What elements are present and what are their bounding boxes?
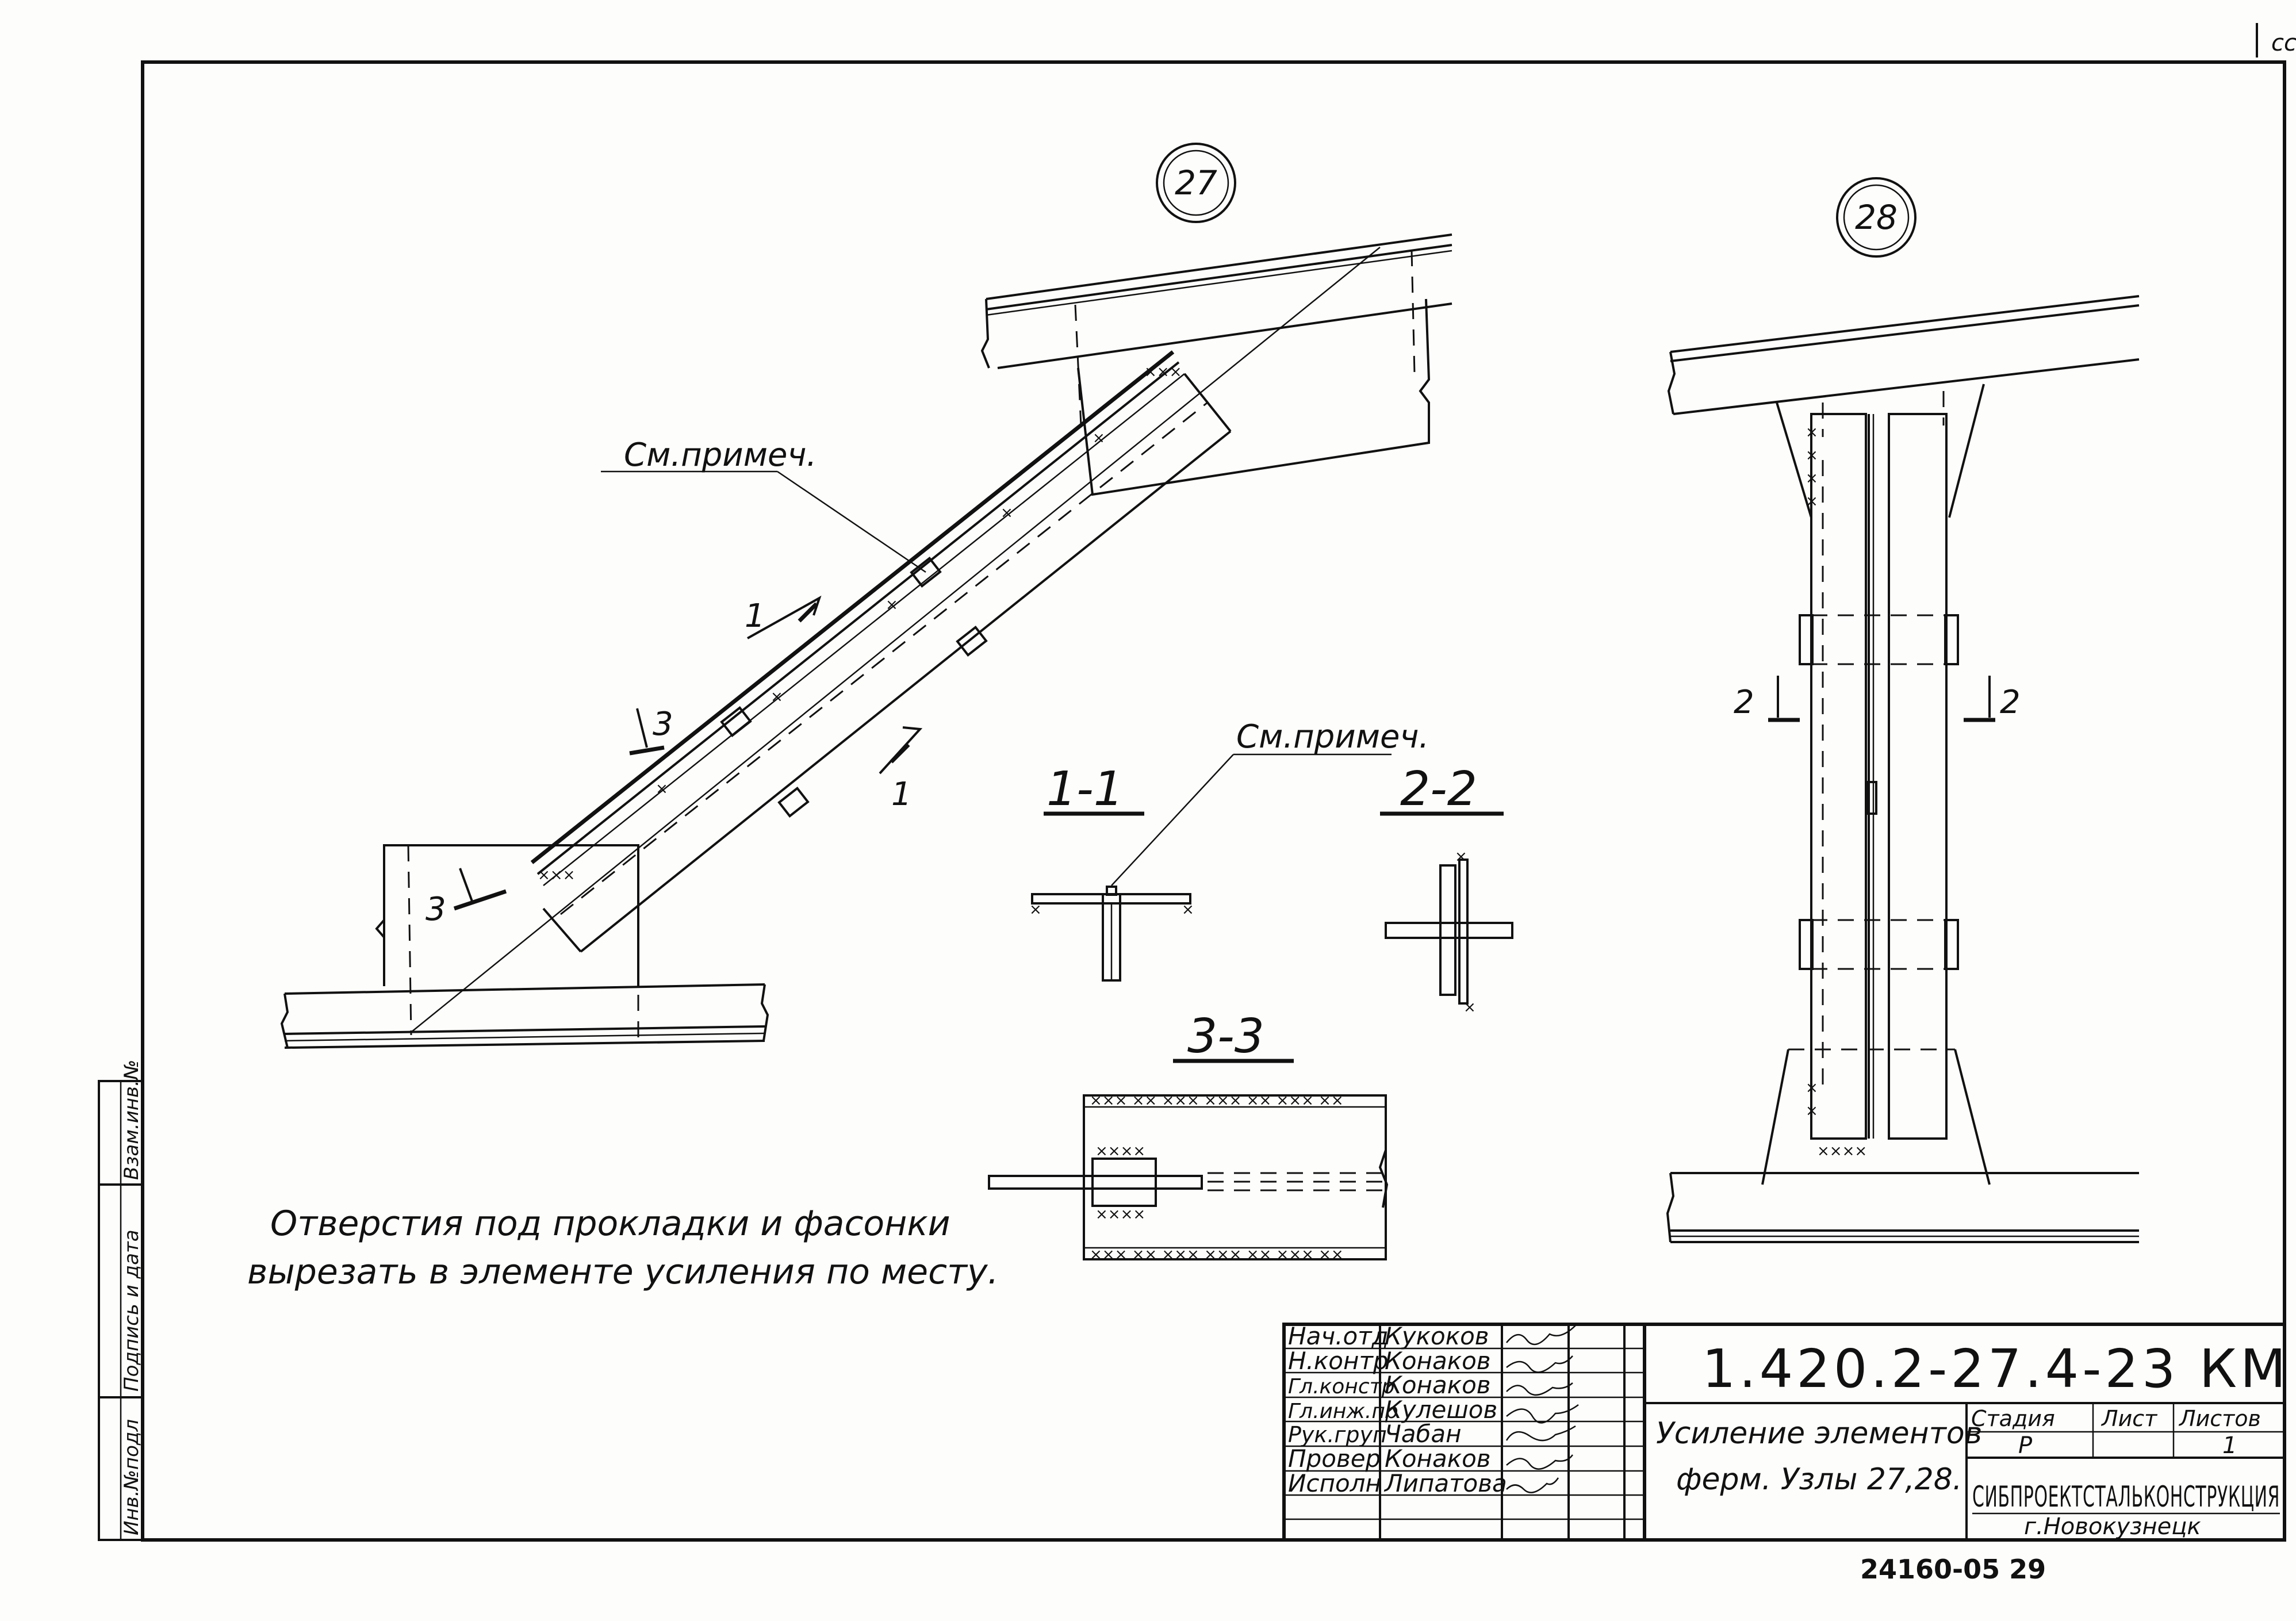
svg-text:×: × bbox=[886, 596, 898, 614]
svg-text:×: × bbox=[1029, 901, 1042, 918]
svg-text:×: × bbox=[1001, 504, 1013, 522]
svg-text:×××: ××× bbox=[538, 867, 575, 884]
role-row-2: Н.контр bbox=[1288, 1347, 1389, 1375]
node-28-view: 28 × × × × × × ×××× bbox=[1666, 177, 2140, 1243]
stage-header: Стадия bbox=[1971, 1406, 2055, 1431]
general-note: Отверстия под прокладки и фасонки выреза… bbox=[247, 1204, 999, 1292]
description-line-1: Усиление элементов bbox=[1656, 1416, 1982, 1451]
svg-text:×: × bbox=[771, 688, 783, 706]
cut-marker-3-lower: 3 bbox=[426, 868, 507, 928]
section-1-1: 1-1 × × См.примеч. bbox=[1029, 718, 1429, 982]
note-line-2: вырезать в элементе усиления по месту. bbox=[247, 1252, 999, 1292]
note-ref-27: См.примеч. bbox=[624, 436, 817, 474]
archive-number: 24160-05 29 bbox=[1860, 1554, 2046, 1585]
svg-text:××× ×× ××× ××× ×× ××× ××: ××× ×× ××× ××× ×× ××× ×× bbox=[1090, 1246, 1344, 1263]
role-row-3: Гл.констр bbox=[1288, 1375, 1394, 1398]
section-2-2-title: 2-2 bbox=[1400, 762, 1477, 817]
cut-marker-3-upper: 3 bbox=[629, 706, 673, 756]
svg-text:1: 1 bbox=[745, 597, 765, 635]
svg-text:××××: ×××× bbox=[1095, 1143, 1145, 1160]
section-2-2: 2-2 × × bbox=[1380, 762, 1513, 1016]
corner-mark-text: cc bbox=[2271, 30, 2296, 56]
title-block: Нач.отд Н.контр Гл.констр Гл.инж.пр Рук.… bbox=[1282, 1322, 2289, 1542]
svg-text:1: 1 bbox=[891, 776, 912, 813]
name-row-6: Конаков bbox=[1385, 1444, 1491, 1473]
svg-text:×: × bbox=[1182, 901, 1194, 918]
svg-text:×: × bbox=[1455, 848, 1467, 865]
cut-marker-1-upper: 1 bbox=[745, 595, 822, 639]
side-stamp-replace: Взам.инв.№ bbox=[120, 1060, 143, 1180]
corner-mark: cc bbox=[2256, 23, 2296, 58]
name-row-4: Кулешов bbox=[1385, 1396, 1497, 1424]
role-row-6: Провер bbox=[1288, 1444, 1381, 1473]
role-row-1: Нач.отд bbox=[1288, 1322, 1389, 1350]
cut-marker-1-lower: 1 bbox=[879, 726, 923, 813]
svg-text:×: × bbox=[1806, 447, 1818, 464]
node-27-label: 27 bbox=[1175, 163, 1217, 202]
sheet-frame bbox=[141, 60, 2286, 1542]
name-row-2: Конаков bbox=[1385, 1347, 1491, 1375]
section-3-3-title: 3-3 bbox=[1187, 1009, 1264, 1064]
cut-marker-2-left: 2 bbox=[1734, 676, 1800, 722]
sheets-header: Листов bbox=[2178, 1406, 2261, 1431]
sheet-header: Лист bbox=[2100, 1406, 2158, 1431]
role-row-7: Исполн bbox=[1288, 1469, 1381, 1497]
svg-text:×: × bbox=[656, 780, 668, 798]
drawing-code: 1.420.2-27.4-23 КМ bbox=[1702, 1338, 2289, 1400]
title-block-names: Кукоков Конаков Конаков Кулешов Чабан Ко… bbox=[1383, 1322, 1507, 1497]
stage-value: Р bbox=[2018, 1432, 2033, 1459]
svg-text:×: × bbox=[1463, 999, 1476, 1016]
organization-city: г.Новокузнецк bbox=[2024, 1513, 2201, 1540]
svg-text:×: × bbox=[1806, 1079, 1818, 1097]
svg-text:×××: ××× bbox=[1144, 363, 1182, 381]
node-27-view: 27 bbox=[280, 143, 1452, 1049]
note-ref-section: См.примеч. bbox=[1236, 718, 1429, 756]
svg-text:2: 2 bbox=[1734, 684, 1754, 721]
side-stamp: Подпись и дата Инв.№подл Взам.инв.№ bbox=[98, 1060, 144, 1541]
note-line-1: Отверстия под прокладки и фасонки bbox=[270, 1204, 950, 1244]
section-3-3: 3-3 ××× ×× ××× ××× ×× ××× ×× ××× ×× ××× … bbox=[988, 1009, 1389, 1263]
title-block-roles: Нач.отд Н.контр Гл.констр Гл.инж.пр Рук.… bbox=[1288, 1322, 1398, 1497]
svg-text:×: × bbox=[1806, 493, 1818, 510]
svg-text:××× ×× ××× ××× ×× ××× ××: ××× ×× ××× ××× ×× ××× ×× bbox=[1090, 1092, 1344, 1109]
signatures bbox=[1505, 1325, 1579, 1493]
name-row-3: Конаков bbox=[1385, 1371, 1491, 1399]
svg-text:3: 3 bbox=[426, 891, 446, 928]
svg-text:×: × bbox=[1806, 470, 1818, 487]
organization-name: СИБПРОЕКТСТАЛЬКОНСТРУКЦИЯ bbox=[1972, 1480, 2280, 1513]
cut-marker-2-right: 2 bbox=[1964, 676, 2021, 722]
name-row-7: Липатова bbox=[1383, 1469, 1507, 1497]
sheets-value: 1 bbox=[2222, 1432, 2237, 1459]
svg-text:××××: ×××× bbox=[1817, 1143, 1867, 1160]
role-row-5: Рук.груп bbox=[1288, 1422, 1387, 1447]
svg-text:3: 3 bbox=[653, 706, 673, 743]
name-row-5: Чабан bbox=[1385, 1420, 1462, 1448]
svg-text:××××: ×××× bbox=[1095, 1206, 1145, 1223]
side-stamp-signature: Подпись и дата bbox=[120, 1229, 143, 1392]
section-1-1-title: 1-1 bbox=[1047, 762, 1124, 817]
weld-marks-diagonal: ××× ××× × × × × × bbox=[538, 363, 1182, 884]
svg-text:×: × bbox=[1806, 1102, 1818, 1120]
node-28-label: 28 bbox=[1855, 198, 1898, 237]
description-line-2: ферм. Узлы 27,28. bbox=[1676, 1462, 1962, 1497]
svg-text:×: × bbox=[1093, 430, 1105, 447]
svg-text:×: × bbox=[1806, 424, 1818, 441]
side-stamp-inventory: Инв.№подл bbox=[120, 1419, 143, 1535]
svg-text:2: 2 bbox=[2000, 684, 2021, 721]
name-row-1: Кукоков bbox=[1385, 1322, 1489, 1350]
role-row-4: Гл.инж.пр bbox=[1288, 1400, 1398, 1423]
